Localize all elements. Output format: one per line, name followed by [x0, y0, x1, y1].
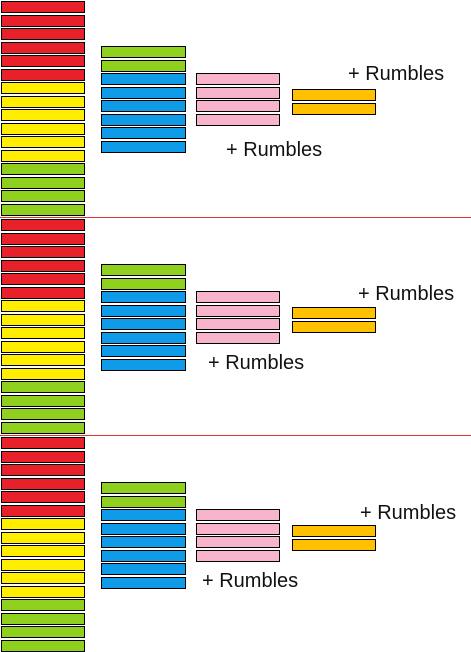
- column-bar-yellow: [1, 82, 85, 94]
- group2-bar-pink: [196, 549, 280, 562]
- group1-bar-blue: [101, 127, 186, 139]
- group2-bar-pink: [196, 331, 280, 344]
- panel-divider: [0, 435, 471, 436]
- column-bar-yellow: [1, 300, 85, 312]
- group1-bar-lime: [101, 277, 186, 290]
- column-bar-red: [1, 219, 85, 231]
- column-bar-yellow: [1, 327, 85, 339]
- group1-bar-blue: [101, 318, 186, 330]
- column-bar-yellow: [1, 518, 85, 530]
- group1-bar-blue: [101, 113, 186, 126]
- column-bar-red: [1, 464, 85, 476]
- group2-bar-pink: [196, 522, 280, 535]
- group1-bar-lime: [101, 46, 186, 58]
- group2-bar-pink: [196, 73, 280, 85]
- column-bar-lime: [1, 612, 85, 625]
- group3-bar-orange: [292, 89, 376, 101]
- group2-bar-pink: [196, 509, 280, 521]
- group1-bar-blue: [101, 73, 186, 85]
- group2-bar-pink: [196, 304, 280, 317]
- column-bar-yellow: [1, 122, 85, 135]
- column-bar-red: [1, 232, 85, 245]
- column-bar-lime: [1, 381, 85, 393]
- group2-bar-pink: [196, 291, 280, 303]
- column-bar-yellow: [1, 354, 85, 366]
- column-bar-lime: [1, 190, 85, 202]
- column-bar-red: [1, 259, 85, 272]
- rumbles-label: + Rumbles: [358, 283, 455, 305]
- column-bar-red: [1, 55, 85, 67]
- column-bar-red: [1, 246, 85, 258]
- column-bar-red: [1, 450, 85, 463]
- column-bar-yellow: [1, 531, 85, 544]
- column-bar-lime: [1, 639, 85, 652]
- column-bar-red: [1, 68, 85, 81]
- group3-bar-orange: [292, 538, 376, 551]
- column-bar-red: [1, 28, 85, 40]
- group1-bar-lime: [101, 59, 186, 72]
- group3-bar-orange: [292, 525, 376, 537]
- group1-bar-blue: [101, 331, 186, 344]
- column-bar-yellow: [1, 558, 85, 571]
- column-bar-yellow: [1, 572, 85, 584]
- group1-bar-blue: [101, 549, 186, 562]
- column-bar-yellow: [1, 585, 85, 598]
- column-bar-lime: [1, 599, 85, 611]
- column-bar-lime: [1, 626, 85, 638]
- column-bar-lime: [1, 421, 85, 434]
- column-bar-red: [1, 14, 85, 27]
- column-bar-red: [1, 1, 85, 13]
- column-bar-yellow: [1, 136, 85, 148]
- column-bar-yellow: [1, 149, 85, 162]
- column-bar-lime: [1, 408, 85, 420]
- group1-bar-blue: [101, 522, 186, 535]
- column-bar-yellow: [1, 367, 85, 380]
- column-bar-yellow: [1, 313, 85, 326]
- panel-divider: [0, 217, 471, 218]
- group2-bar-pink: [196, 86, 280, 99]
- group1-bar-blue: [101, 536, 186, 548]
- rumbles-label: + Rumbles: [226, 139, 323, 161]
- column-bar-yellow: [1, 545, 85, 557]
- group1-bar-lime: [101, 495, 186, 508]
- group1-bar-blue: [101, 358, 186, 371]
- group1-bar-blue: [101, 100, 186, 112]
- group3-bar-orange: [292, 307, 376, 319]
- column-bar-red: [1, 491, 85, 503]
- group3-bar-orange: [292, 320, 376, 333]
- group1-bar-lime: [101, 482, 186, 494]
- group1-bar-blue: [101, 509, 186, 521]
- group1-bar-blue: [101, 140, 186, 153]
- rumbles-label: + Rumbles: [348, 63, 445, 85]
- column-bar-lime: [1, 203, 85, 216]
- column-bar-yellow: [1, 95, 85, 108]
- column-bar-lime: [1, 394, 85, 407]
- column-bar-lime: [1, 163, 85, 175]
- column-bar-lime: [1, 176, 85, 189]
- group1-bar-blue: [101, 86, 186, 99]
- group1-bar-blue: [101, 563, 186, 575]
- group2-bar-pink: [196, 536, 280, 548]
- column-bar-red: [1, 273, 85, 285]
- column-bar-red: [1, 437, 85, 449]
- rumbles-label: + Rumbles: [360, 502, 457, 524]
- group1-bar-lime: [101, 264, 186, 276]
- group2-bar-pink: [196, 100, 280, 112]
- group1-bar-blue: [101, 304, 186, 317]
- group1-bar-blue: [101, 291, 186, 303]
- group2-bar-pink: [196, 318, 280, 330]
- group1-bar-blue: [101, 576, 186, 589]
- group3-bar-orange: [292, 102, 376, 115]
- group1-bar-blue: [101, 345, 186, 357]
- column-bar-yellow: [1, 109, 85, 121]
- group2-bar-pink: [196, 113, 280, 126]
- rumbles-label: + Rumbles: [202, 570, 299, 592]
- column-bar-red: [1, 286, 85, 299]
- column-bar-red: [1, 477, 85, 490]
- column-bar-red: [1, 41, 85, 54]
- column-bar-yellow: [1, 340, 85, 353]
- column-bar-red: [1, 504, 85, 517]
- rumbles-label: + Rumbles: [208, 352, 305, 374]
